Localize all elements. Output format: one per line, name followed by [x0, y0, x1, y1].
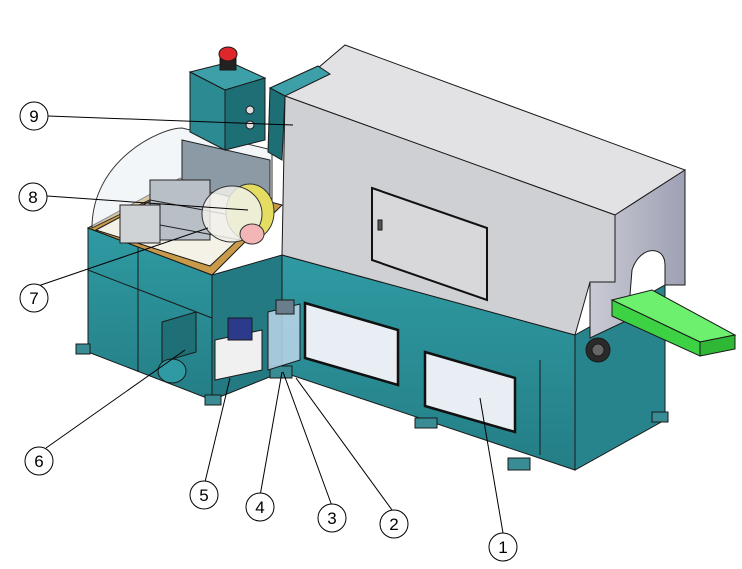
callout-4-label: 4: [255, 498, 264, 517]
leader-9: [47, 115, 294, 126]
leader-5: [204, 377, 231, 483]
leader-8: [46, 195, 249, 211]
leader-2: [295, 377, 393, 511]
callout-1-label: 1: [498, 538, 507, 557]
callout-4: 4: [245, 492, 275, 522]
callout-8: 8: [18, 182, 48, 212]
filter-units: [267, 299, 301, 371]
callout-7-label: 7: [29, 289, 38, 308]
callout-9: 9: [19, 101, 49, 131]
leader-4: [259, 371, 283, 497]
callout-5-label: 5: [199, 486, 208, 505]
callout-2: 2: [379, 509, 409, 539]
callout-3: 3: [317, 503, 347, 533]
workpiece: [610, 289, 737, 357]
callout-6: 6: [24, 446, 54, 476]
callout-1: 1: [488, 532, 518, 562]
callout-3-label: 3: [327, 509, 336, 528]
leader-lines: [37, 115, 504, 534]
hydraulic-unit: [214, 317, 263, 381]
control-box: [188, 46, 267, 151]
hood: [267, 44, 687, 339]
callout-2-label: 2: [389, 515, 398, 534]
feed-motor: [585, 337, 611, 363]
callouts: 1 2 3 4 5 6 7 8: [18, 101, 518, 562]
callout-6-label: 6: [34, 452, 43, 471]
electric-panel: [157, 311, 197, 384]
callout-5: 5: [189, 480, 219, 510]
leader-6: [45, 349, 186, 449]
saw-blade: [201, 183, 275, 245]
callout-9-label: 9: [29, 107, 38, 126]
leader-3: [282, 371, 333, 507]
callout-7: 7: [19, 283, 49, 313]
callout-8-label: 8: [28, 188, 37, 207]
leader-1: [479, 397, 504, 534]
leader-7: [37, 227, 209, 287]
